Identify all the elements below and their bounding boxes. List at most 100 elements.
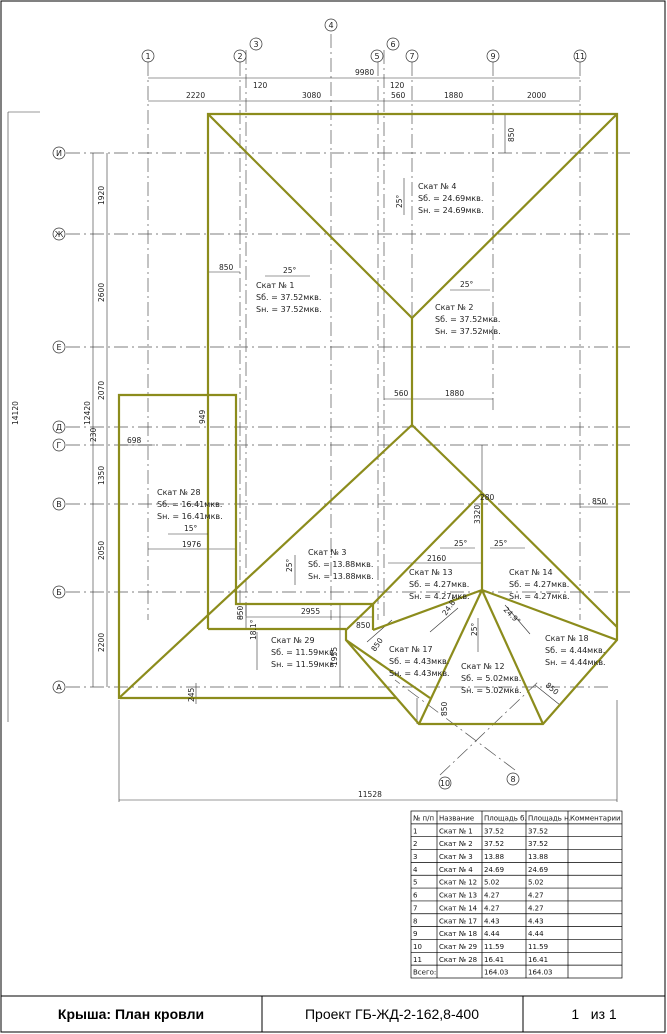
svg-text:560: 560 bbox=[394, 389, 409, 398]
slope-label-14: Скат № 14 Sб. = 4.27мкв. Sн. = 4.27мкв. bbox=[509, 568, 570, 601]
svg-text:18.1°: 18.1° bbox=[249, 619, 258, 640]
svg-text:А: А bbox=[56, 683, 62, 692]
table-cell: 11.59 bbox=[528, 943, 548, 951]
table-header-cell: Площадь н. bbox=[528, 815, 571, 823]
svg-text:3: 3 bbox=[253, 40, 258, 49]
svg-text:Sн. = 37.52мкв.: Sн. = 37.52мкв. bbox=[435, 327, 501, 336]
svg-text:245: 245 bbox=[187, 687, 196, 702]
svg-text:850: 850 bbox=[544, 681, 561, 697]
table-cell: 10 bbox=[413, 943, 422, 951]
table-cell: 13.88 bbox=[528, 853, 548, 861]
table-cell: 5.02 bbox=[528, 879, 544, 887]
drawing-title: Крыша: План кровли bbox=[58, 1006, 204, 1022]
svg-text:120: 120 bbox=[253, 81, 268, 90]
svg-text:1: 1 bbox=[145, 52, 150, 61]
svg-text:Sн. = 11.59мкв.: Sн. = 11.59мкв. bbox=[271, 660, 337, 669]
axis-marker-3: 3 bbox=[249, 37, 263, 51]
table-cell: 7 bbox=[413, 904, 417, 912]
svg-text:25°: 25° bbox=[454, 539, 468, 548]
svg-text:Sб. = 4.27мкв.: Sб. = 4.27мкв. bbox=[509, 580, 569, 589]
table-cell: 1 bbox=[413, 827, 417, 835]
table-cell: 16.41 bbox=[528, 956, 548, 964]
svg-text:120: 120 bbox=[390, 81, 405, 90]
svg-text:2955: 2955 bbox=[301, 607, 320, 616]
svg-text:Скат № 1: Скат № 1 bbox=[256, 281, 294, 290]
svg-text:1920: 1920 bbox=[97, 186, 106, 205]
svg-text:Sб. = 4.43мкв.: Sб. = 4.43мкв. bbox=[389, 657, 449, 666]
table-cell: 4.27 bbox=[528, 892, 544, 900]
svg-text:1350: 1350 bbox=[97, 466, 106, 485]
axis-marker-6: 6 bbox=[386, 37, 400, 51]
table-cell: 4.27 bbox=[484, 892, 500, 900]
svg-text:850: 850 bbox=[440, 701, 449, 716]
svg-text:15°: 15° bbox=[184, 524, 198, 533]
grid-axes bbox=[66, 34, 630, 776]
svg-text:1976: 1976 bbox=[182, 540, 201, 549]
table-cell: 9 bbox=[413, 930, 417, 938]
axis-marker-5: 5 bbox=[370, 49, 384, 63]
table-cell: 4.27 bbox=[484, 904, 500, 912]
svg-text:11528: 11528 bbox=[358, 790, 382, 799]
axis-marker-V: В bbox=[52, 497, 66, 511]
svg-text:Sб. = 4.27мкв.: Sб. = 4.27мкв. bbox=[409, 580, 469, 589]
table-cell: 24.69 bbox=[528, 866, 548, 874]
title-block: Крыша: План кровли Проект ГБ-ЖД-2-162,8-… bbox=[1, 995, 665, 1032]
svg-text:Sб. = 24.69мкв.: Sб. = 24.69мкв. bbox=[418, 194, 483, 203]
svg-text:230: 230 bbox=[89, 427, 98, 442]
table-cell: 5 bbox=[413, 879, 417, 887]
svg-text:Sб. = 13.88мкв.: Sб. = 13.88мкв. bbox=[308, 560, 373, 569]
axis-marker-A: А bbox=[52, 680, 66, 694]
table-cell: Скат № 2 bbox=[439, 840, 473, 848]
table-header-cell: Название bbox=[439, 815, 474, 823]
svg-text:Sн. = 5.02мкв.: Sн. = 5.02мкв. bbox=[461, 686, 522, 695]
axis-marker-9: 9 bbox=[486, 49, 500, 63]
table-cell: 16.41 bbox=[484, 956, 504, 964]
table-cell: 37.52 bbox=[528, 827, 548, 835]
svg-text:Sб. = 5.02мкв.: Sб. = 5.02мкв. bbox=[461, 674, 521, 683]
table-cell: 4.43 bbox=[484, 917, 500, 925]
svg-text:И: И bbox=[56, 149, 62, 158]
table-cell: 37.52 bbox=[484, 840, 504, 848]
svg-text:Sб. = 37.52мкв.: Sб. = 37.52мкв. bbox=[435, 315, 500, 324]
svg-text:Sн. = 4.27мкв.: Sн. = 4.27мкв. bbox=[509, 592, 570, 601]
table-cell: 13.88 bbox=[484, 853, 504, 861]
svg-text:24.9°: 24.9° bbox=[502, 605, 523, 626]
table-cell: Скат № 13 bbox=[439, 892, 477, 900]
svg-text:1880: 1880 bbox=[445, 389, 464, 398]
svg-text:1955: 1955 bbox=[330, 647, 339, 666]
svg-text:2220: 2220 bbox=[186, 91, 205, 100]
svg-text:949: 949 bbox=[198, 409, 207, 424]
axis-markers: 1 2 3 4 5 6 7 9 11 И Ж Е Д Г В Б А 10 8 bbox=[52, 18, 587, 790]
table-cell: Скат № 12 bbox=[439, 879, 477, 887]
table-header-cell: Площадь б. bbox=[484, 815, 527, 823]
svg-text:Sб. = 11.59мкв.: Sб. = 11.59мкв. bbox=[271, 648, 336, 657]
axis-marker-2: 2 bbox=[233, 49, 247, 63]
table-cell: Скат № 17 bbox=[439, 917, 477, 925]
slope-label-29: Скат № 29 Sб. = 11.59мкв. Sн. = 11.59мкв. bbox=[271, 636, 337, 669]
svg-text:Sб. = 37.52мкв.: Sб. = 37.52мкв. bbox=[256, 293, 321, 302]
svg-text:8: 8 bbox=[510, 775, 515, 784]
table-cell: Скат № 14 bbox=[439, 904, 478, 912]
svg-text:850: 850 bbox=[369, 636, 385, 653]
svg-text:25°: 25° bbox=[460, 280, 474, 289]
svg-text:Sн. = 4.44мкв.: Sн. = 4.44мкв. bbox=[545, 658, 606, 667]
svg-text:Скат № 29: Скат № 29 bbox=[271, 636, 315, 645]
axis-marker-I: И bbox=[52, 146, 66, 160]
svg-text:2: 2 bbox=[237, 52, 242, 61]
svg-text:280: 280 bbox=[480, 493, 495, 502]
svg-text:Скат № 13: Скат № 13 bbox=[409, 568, 453, 577]
table-header-cell: № п/п bbox=[413, 815, 434, 823]
svg-text:Скат № 2: Скат № 2 bbox=[435, 303, 473, 312]
svg-text:Sб. = 4.44мкв.: Sб. = 4.44мкв. bbox=[545, 646, 605, 655]
svg-text:698: 698 bbox=[127, 436, 142, 445]
svg-text:10: 10 bbox=[440, 779, 450, 788]
dimension-texts: 9980 2220 120 3080 120 560 1880 2000 141… bbox=[11, 68, 607, 799]
axis-marker-B: Б bbox=[52, 585, 66, 599]
svg-text:Скат № 14: Скат № 14 bbox=[509, 568, 553, 577]
axis-marker-G: Г bbox=[52, 438, 66, 452]
svg-text:Д: Д bbox=[56, 423, 62, 432]
slope-arrows bbox=[168, 178, 531, 670]
